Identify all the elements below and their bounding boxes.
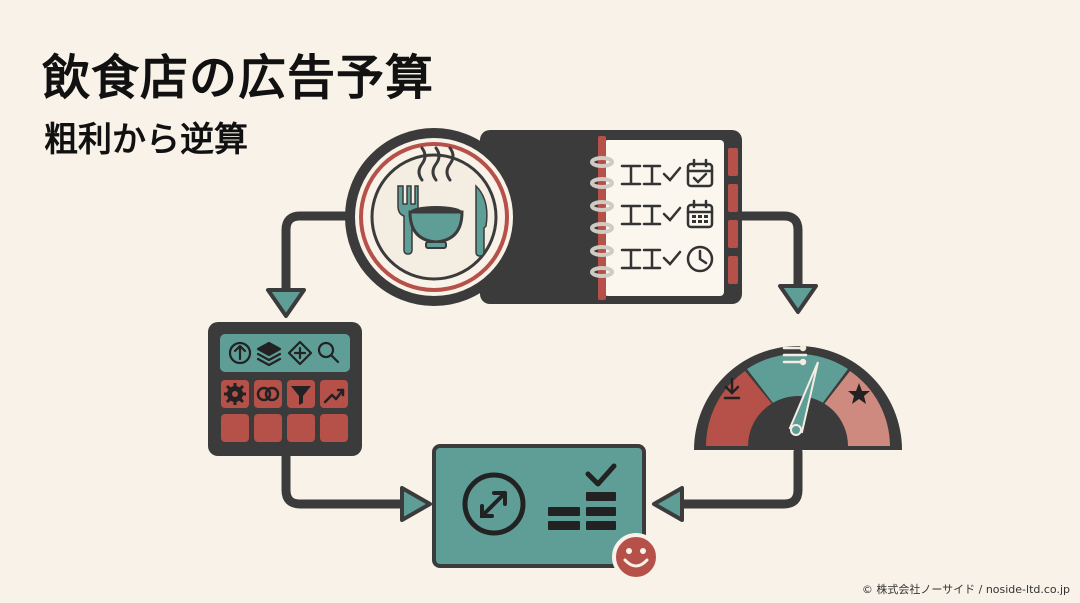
connector-gauge-to-result [652, 447, 803, 522]
download-icon [723, 377, 741, 400]
result-card [432, 444, 660, 581]
star-icon [848, 383, 870, 404]
dashboard-panel [208, 322, 362, 456]
needle-icon [788, 361, 819, 436]
fork-icon [397, 185, 419, 255]
search-icon [317, 341, 340, 364]
expand-icon [462, 472, 526, 536]
filter-icon [291, 386, 311, 405]
calendar-icon [686, 199, 714, 229]
settings-icon [224, 383, 246, 405]
connector-dashboard-to-result [281, 450, 432, 522]
sliders-icon [782, 344, 808, 366]
stacked-bars-icon [548, 492, 616, 530]
page-subtitle: 粗利から逆算 [44, 120, 248, 160]
gauge-segment-mid [747, 353, 848, 420]
overlap-icon [256, 386, 280, 402]
check-icon [585, 463, 617, 487]
connector-menu-to-gauge [737, 211, 818, 314]
page-title: 飲食店の広告予算 [42, 50, 435, 106]
connector-plate-to-dashboard [266, 211, 365, 318]
calendar-check-icon [686, 158, 714, 188]
copyright-notice: © 株式会社ノーサイド / noside-ltd.co.jp [861, 583, 1070, 596]
menu-book [480, 130, 742, 304]
binder-rings [590, 156, 614, 278]
steaming-bowl-icon [408, 146, 464, 249]
menu-tab [728, 148, 738, 176]
menu-tab [728, 184, 738, 212]
layers-icon [256, 341, 282, 367]
compass-icon [287, 340, 313, 366]
upload-icon [228, 341, 252, 365]
menu-tab [728, 220, 738, 248]
gauge [694, 344, 902, 450]
menu-tab [728, 256, 738, 284]
trend-up-icon [323, 388, 345, 404]
dashboard-toolbar [220, 334, 350, 372]
knife-icon [475, 184, 488, 257]
checklist-icon [620, 164, 682, 270]
clock-icon [686, 245, 714, 273]
plate [345, 128, 582, 306]
smiley-icon [612, 533, 660, 581]
